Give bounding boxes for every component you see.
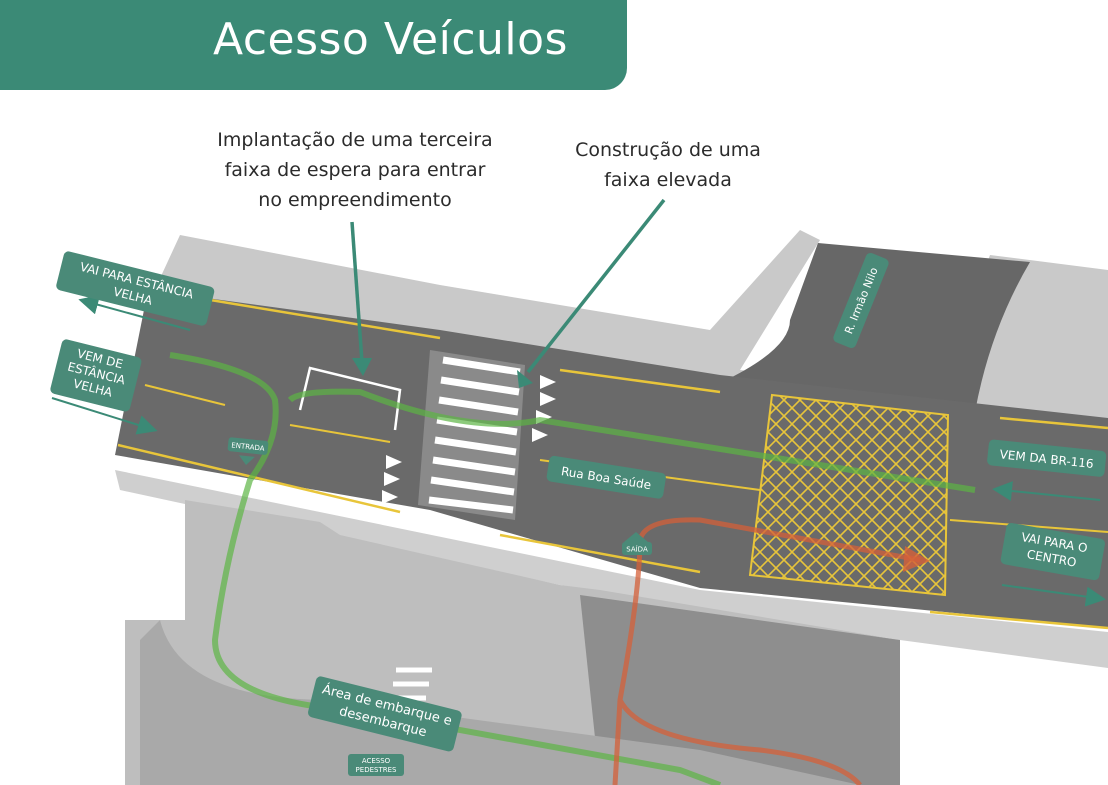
annotation-third-lane-line3: no empreendimento [258,189,452,211]
center-line [144,384,1108,533]
title-banner: Acesso Veículos [0,0,627,90]
tag-saida-text: SAÍDA [626,545,648,554]
box-junction [748,393,950,597]
annotation-raised-crossing-line1: Construção de uma [575,139,761,161]
pointer-raised-crossing [517,198,666,388]
tag-saida: SAÍDA [622,532,652,555]
pointer-third-lane [350,221,372,376]
page-title: Acesso Veículos [213,14,568,65]
annotation-third-lane-line1: Implantação de uma terceira [217,129,493,151]
tag-vai-centro: VAI PARA O CENTRO [1000,522,1105,581]
tag-acesso-line2: PEDESTRES [356,766,397,774]
site-driveway [140,620,860,785]
tag-entrada-text: ENTRADA [231,441,265,452]
tag-vem-estancia: VEM DE ESTÂNCIA VELHA [50,339,142,412]
road-edge-south [117,443,1108,630]
third-lane-outline [298,366,402,431]
side-street [720,243,1030,412]
annotation-raised-crossing-line2: faixa elevada [604,169,732,191]
raised-crossing [382,350,556,520]
site-parking [580,595,900,785]
sidewalk-south [115,470,1108,668]
arrow-vai-centro [1001,584,1106,607]
arrow-vem-br [992,481,1101,501]
entry-path [169,352,976,785]
tag-vem-br: VEM DA BR-116 [987,439,1107,477]
arrow-vem-estancia [51,397,158,435]
sidewalk-north [150,230,1108,435]
tag-acesso-line1: ACESSO [362,757,391,765]
arrow-vai-estancia [78,295,191,331]
annotation-third-lane-line2: faixa de espera para entrar [224,159,486,181]
exit-arrowhead [903,546,930,572]
tag-entrada: ENTRADA [227,437,269,465]
tag-acesso-pedestres: ACESSO PEDESTRES [348,754,404,776]
annotation-third-lane: Implantação de uma terceira faixa de esp… [190,125,520,215]
annotation-raised-crossing: Construção de uma faixa elevada [548,135,788,195]
tag-area-embarque: Área de embarque e desembarque [308,676,462,752]
